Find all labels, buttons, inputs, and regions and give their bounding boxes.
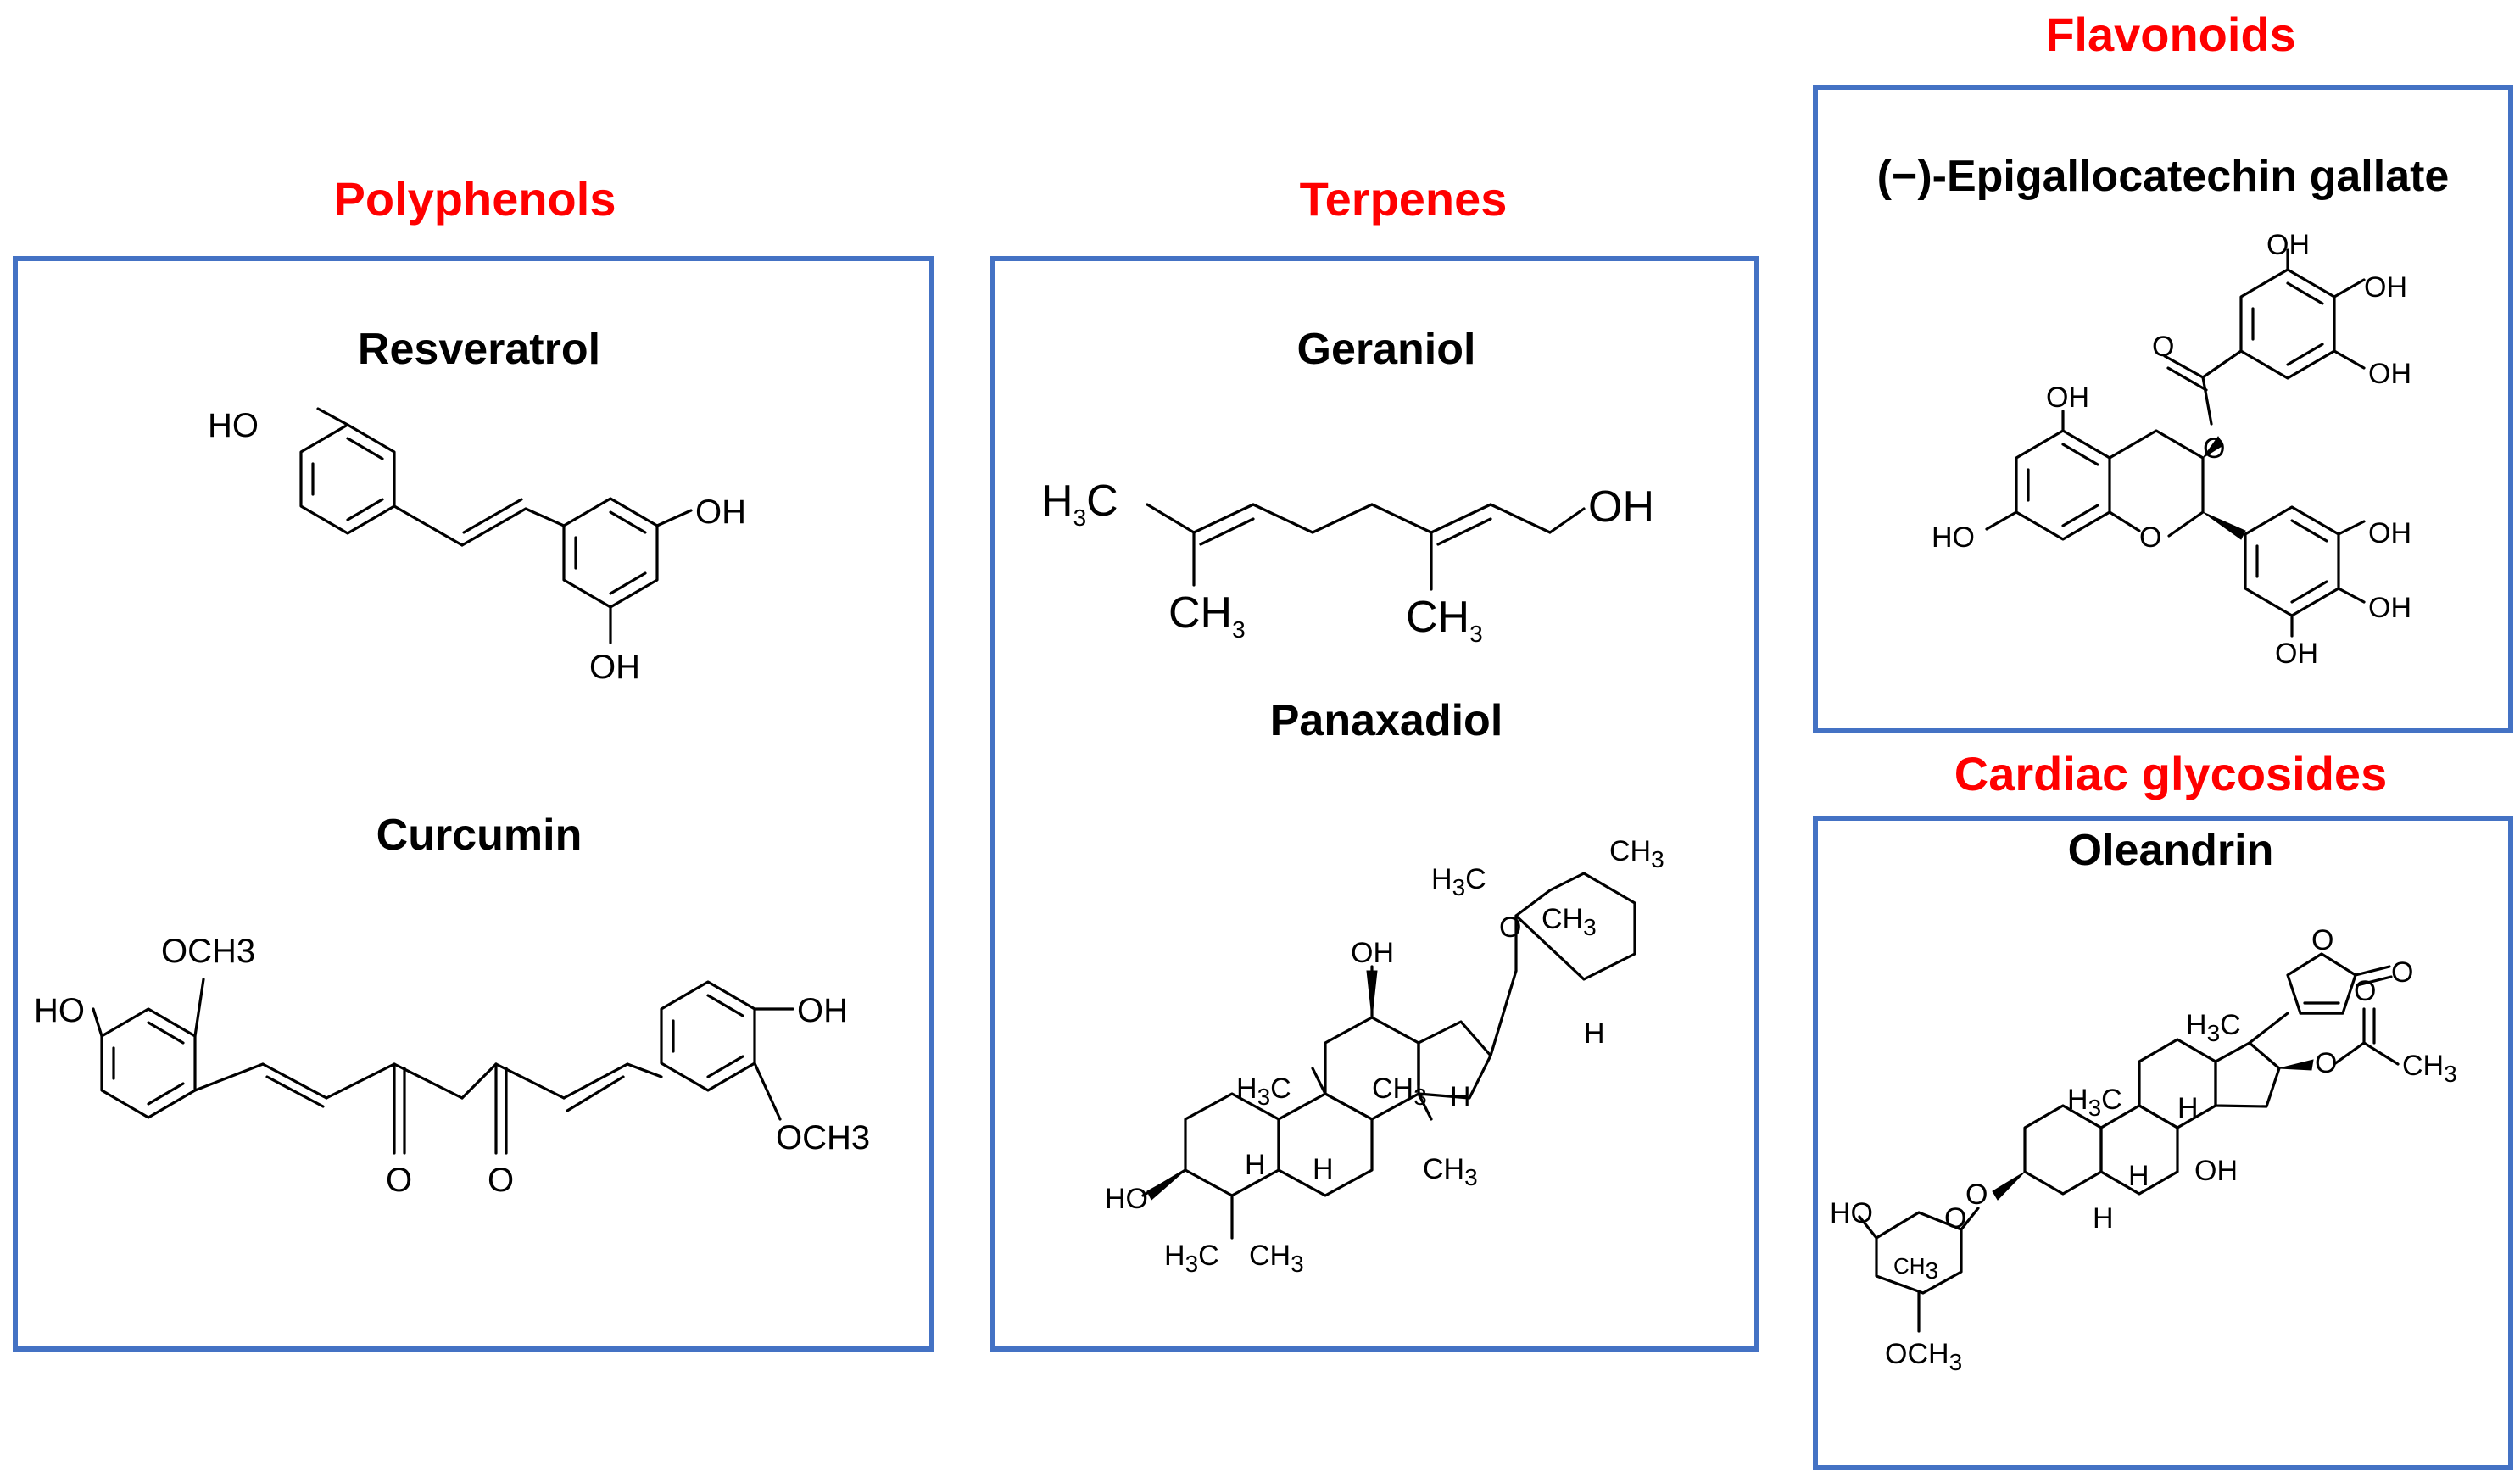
oleandrin-label: CH3	[2402, 1050, 2457, 1087]
panaxadiol-label: CH3	[1249, 1240, 1304, 1277]
panaxadiol-label: H3C	[1431, 863, 1486, 900]
oleandrin-label: OCH3	[1885, 1338, 1962, 1375]
egcg-name: (−)-Epigallocatechin gallate	[1876, 152, 2450, 201]
curcumin-name: Curcumin	[376, 811, 583, 860]
panaxadiol-label: H	[1313, 1153, 1334, 1185]
egcg-label: OH	[2275, 638, 2318, 670]
resveratrol-label: OH	[695, 493, 746, 531]
geraniol-label: OH	[1588, 482, 1654, 532]
panaxadiol-structure: CH3 H3C O CH3 OH H H3C CH3 H H H CH3 HO …	[1105, 835, 1664, 1277]
flavonoids-title: Flavonoids	[2045, 8, 2296, 61]
terpenes-title: Terpenes	[1299, 172, 1508, 226]
panaxadiol-label: O	[1499, 911, 1521, 944]
oleandrin-label: O	[2391, 956, 2413, 989]
curcumin-label: O	[386, 1162, 412, 1199]
oleandrin-label: H3C	[2186, 1009, 2241, 1046]
egcg-structure: OH OH O OH OH O OH HO O OH OH	[1932, 229, 2411, 670]
panaxadiol-label: CH3	[1609, 835, 1664, 872]
egcg-label: OH	[2368, 517, 2411, 549]
egcg-label: OH	[2046, 382, 2089, 414]
curcumin-label: OH	[797, 992, 848, 1029]
polyphenols-panel	[13, 256, 934, 1352]
oleandrin-name: Oleandrin	[2067, 826, 2274, 875]
panaxadiol-label: CH3	[1423, 1153, 1478, 1190]
egcg-label: O	[2203, 432, 2225, 465]
egcg-label: HO	[1932, 521, 1975, 554]
panaxadiol-label: H	[1584, 1017, 1605, 1050]
panaxadiol-label: H	[1450, 1081, 1471, 1113]
oleandrin-label: OH	[2194, 1155, 2238, 1187]
terpenes-panel	[990, 256, 1759, 1352]
resveratrol-structure: HO OH OH	[208, 407, 746, 686]
oleandrin-label: H	[2128, 1160, 2149, 1192]
panaxadiol-label: OH	[1351, 937, 1394, 969]
oleandrin-label: O	[2354, 975, 2376, 1007]
panaxadiol-label: H	[1245, 1149, 1266, 1181]
egcg-label: OH	[2368, 592, 2411, 624]
geraniol-structure: H3C OH CH3 CH3	[1041, 477, 1654, 647]
curcumin-label: OCH3	[776, 1119, 870, 1157]
polyphenols-title: Polyphenols	[333, 172, 616, 226]
oleandrin-label: O	[1965, 1179, 1988, 1211]
oleandrin-label: H	[2177, 1092, 2199, 1124]
egcg-label: OH	[2266, 229, 2310, 261]
curcumin-label: HO	[34, 992, 85, 1029]
panaxadiol-label: H3C	[1164, 1240, 1219, 1277]
egcg-label: OH	[2364, 271, 2407, 304]
panaxadiol-name: Panaxadiol	[1269, 696, 1503, 745]
resveratrol-label: HO	[208, 407, 259, 444]
flavonoids-panel	[1813, 85, 2513, 733]
geraniol-label: CH3	[1168, 588, 1246, 643]
cardiac-glycosides-panel	[1813, 816, 2513, 1470]
geraniol-label: H3C	[1041, 477, 1118, 531]
geraniol-name: Geraniol	[1296, 325, 1476, 374]
cardiac-glycosides-title: Cardiac glycosides	[1954, 747, 2388, 800]
oleandrin-label: HO	[1830, 1197, 1873, 1229]
geraniol-label: CH3	[1406, 593, 1483, 647]
curcumin-structure: OCH3 HO OH OCH3 O O	[34, 933, 870, 1199]
panaxadiol-label: H3C	[1236, 1073, 1291, 1110]
oleandrin-label: H3C	[2067, 1084, 2122, 1121]
egcg-label: O	[2139, 521, 2161, 554]
curcumin-label: O	[488, 1162, 514, 1199]
oleandrin-structure: O O H3C O CH3 H3C H O H OH H HO O CH3 OC…	[1830, 924, 2457, 1375]
panaxadiol-label: HO	[1105, 1183, 1148, 1215]
egcg-label: O	[2152, 331, 2174, 363]
oleandrin-label: O	[2315, 1047, 2337, 1079]
panaxadiol-label: CH3	[1542, 903, 1597, 940]
egcg-label: OH	[2368, 358, 2411, 390]
curcumin-label: OCH3	[161, 933, 255, 970]
oleandrin-label: CH3	[1893, 1253, 1938, 1284]
resveratrol-label: OH	[589, 649, 640, 686]
oleandrin-label: O	[2311, 924, 2333, 956]
resveratrol-name: Resveratrol	[357, 325, 601, 374]
oleandrin-label: H	[2093, 1202, 2114, 1235]
oleandrin-label: O	[1944, 1202, 1966, 1235]
